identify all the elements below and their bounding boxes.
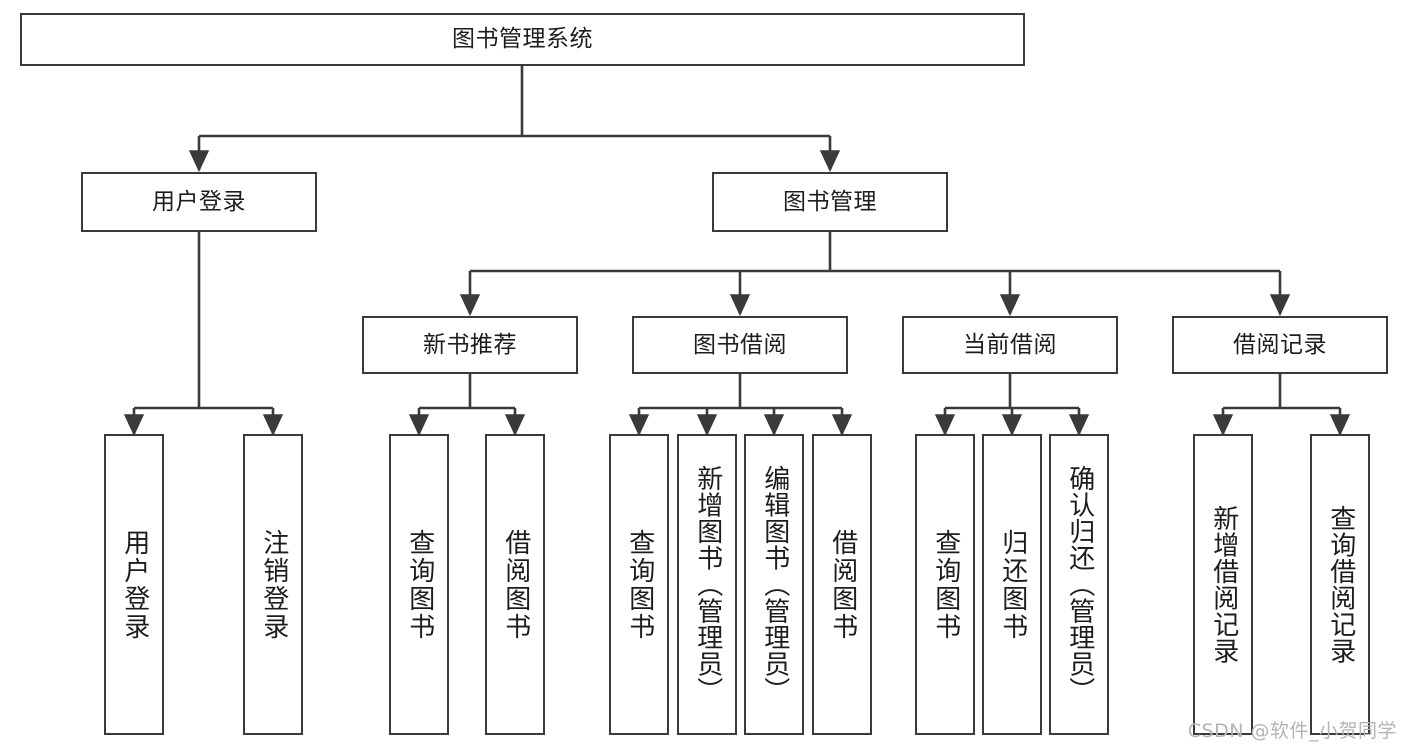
- node-label: 编辑图书（管理员）: [759, 465, 790, 704]
- node-book-borrow[interactable]: 图书借阅: [632, 316, 848, 374]
- node-current-borrow[interactable]: 当前借阅: [902, 316, 1118, 374]
- node-label: 图书借阅: [693, 331, 787, 358]
- leaf-book-borrow-lend[interactable]: 借阅图书: [812, 434, 872, 735]
- leaf-user-login-signin[interactable]: 用户登录: [104, 434, 164, 735]
- node-label: 注销登录: [258, 528, 289, 641]
- leaf-current-borrow-return[interactable]: 归还图书: [982, 434, 1042, 735]
- node-label: 借阅记录: [1233, 331, 1327, 358]
- node-label: 查询图书: [404, 528, 435, 641]
- leaf-current-borrow-query[interactable]: 查询图书: [915, 434, 975, 735]
- node-label: 查询借阅记录: [1325, 505, 1356, 664]
- node-label: 用户登录: [119, 528, 150, 641]
- leaf-borrow-record-add[interactable]: 新增借阅记录: [1193, 434, 1253, 735]
- node-new-book-recommend[interactable]: 新书推荐: [362, 316, 578, 374]
- node-label: 图书管理系统: [452, 26, 593, 52]
- node-label: 确认归还（管理员）: [1064, 465, 1095, 704]
- leaf-user-login-signout[interactable]: 注销登录: [243, 434, 303, 735]
- node-label: 新增借阅记录: [1208, 505, 1239, 664]
- leaf-book-borrow-edit[interactable]: 编辑图书（管理员）: [744, 434, 804, 735]
- node-label: 查询图书: [930, 528, 961, 641]
- node-user-login[interactable]: 用户登录: [81, 172, 317, 232]
- node-root-system[interactable]: 图书管理系统: [20, 13, 1025, 66]
- leaf-new-book-borrow[interactable]: 借阅图书: [485, 434, 545, 735]
- node-label: 借阅图书: [500, 528, 531, 641]
- leaf-new-book-query[interactable]: 查询图书: [389, 434, 449, 735]
- node-label: 当前借阅: [963, 331, 1057, 358]
- node-label: 新书推荐: [423, 331, 517, 358]
- node-label: 图书管理: [783, 188, 877, 215]
- node-label: 借阅图书: [827, 528, 858, 641]
- leaf-book-borrow-add[interactable]: 新增图书（管理员）: [677, 434, 737, 735]
- node-label: 用户登录: [152, 188, 246, 215]
- leaf-current-borrow-confirm[interactable]: 确认归还（管理员）: [1049, 434, 1109, 735]
- node-label: 归还图书: [997, 528, 1028, 641]
- node-borrow-record[interactable]: 借阅记录: [1172, 316, 1388, 374]
- leaf-book-borrow-query[interactable]: 查询图书: [609, 434, 669, 735]
- node-label: 查询图书: [624, 528, 655, 641]
- leaf-borrow-record-query[interactable]: 查询借阅记录: [1310, 434, 1370, 735]
- node-label: 新增图书（管理员）: [692, 465, 723, 704]
- node-book-management[interactable]: 图书管理: [712, 172, 948, 232]
- csdn-watermark: CSDN @软件_小贺同学: [1187, 720, 1397, 742]
